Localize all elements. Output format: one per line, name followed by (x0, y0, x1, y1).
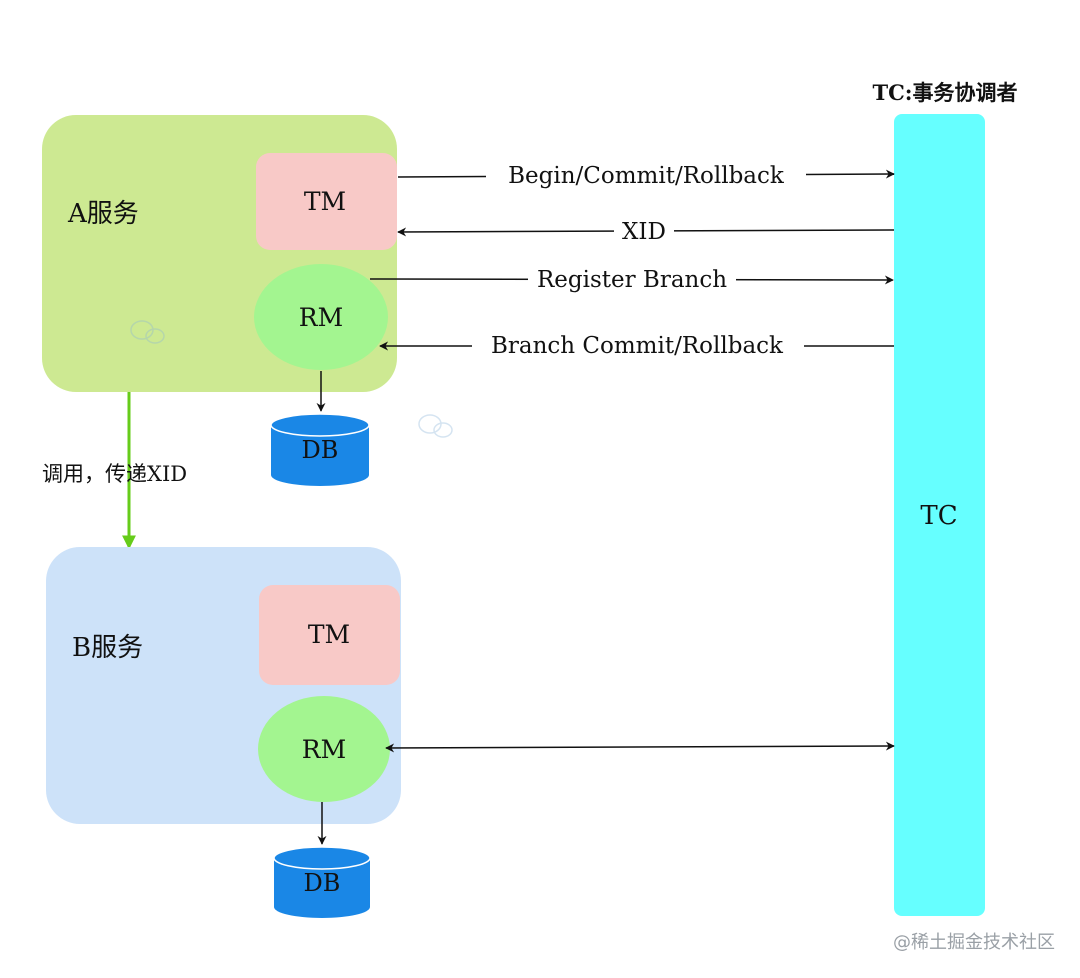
service-b-label: B服务 (72, 633, 143, 663)
call-label: 调用，传递XID (42, 462, 187, 486)
begin-commit-rollback-label: Begin/Commit/Rollback (508, 163, 785, 189)
service-b-db (273, 846, 371, 918)
service-a-tm (256, 153, 397, 250)
service-a-db-label: DB (302, 436, 339, 464)
tc-title: TC:事务协调者 (872, 80, 1017, 105)
service-a-rm (254, 264, 388, 370)
service-b-db-label: DB (304, 869, 341, 897)
service-b-rm-label: RM (302, 735, 346, 764)
tc-label: TC (920, 501, 957, 531)
watermark-logo-icon (418, 414, 453, 438)
watermark-logo-icon (130, 320, 165, 344)
register-branch-label: Register Branch (537, 267, 727, 293)
service-b-tm-label: TM (308, 620, 350, 649)
service-a-tm-label: TM (304, 187, 346, 216)
xid-label: XID (622, 219, 666, 245)
service-b-rm (258, 696, 390, 802)
service-a-db (270, 413, 370, 486)
watermark-text: @稀土掘金技术社区 (893, 932, 1055, 953)
service-b-tm (259, 585, 400, 685)
tc-box (894, 114, 985, 916)
rm-b-tc-bidirectional-arrow (385, 741, 895, 753)
service-a-rm-label: RM (299, 303, 343, 332)
branch-commit-rollback-label: Branch Commit/Rollback (491, 333, 784, 359)
service-a-label: A服务 (67, 199, 139, 229)
